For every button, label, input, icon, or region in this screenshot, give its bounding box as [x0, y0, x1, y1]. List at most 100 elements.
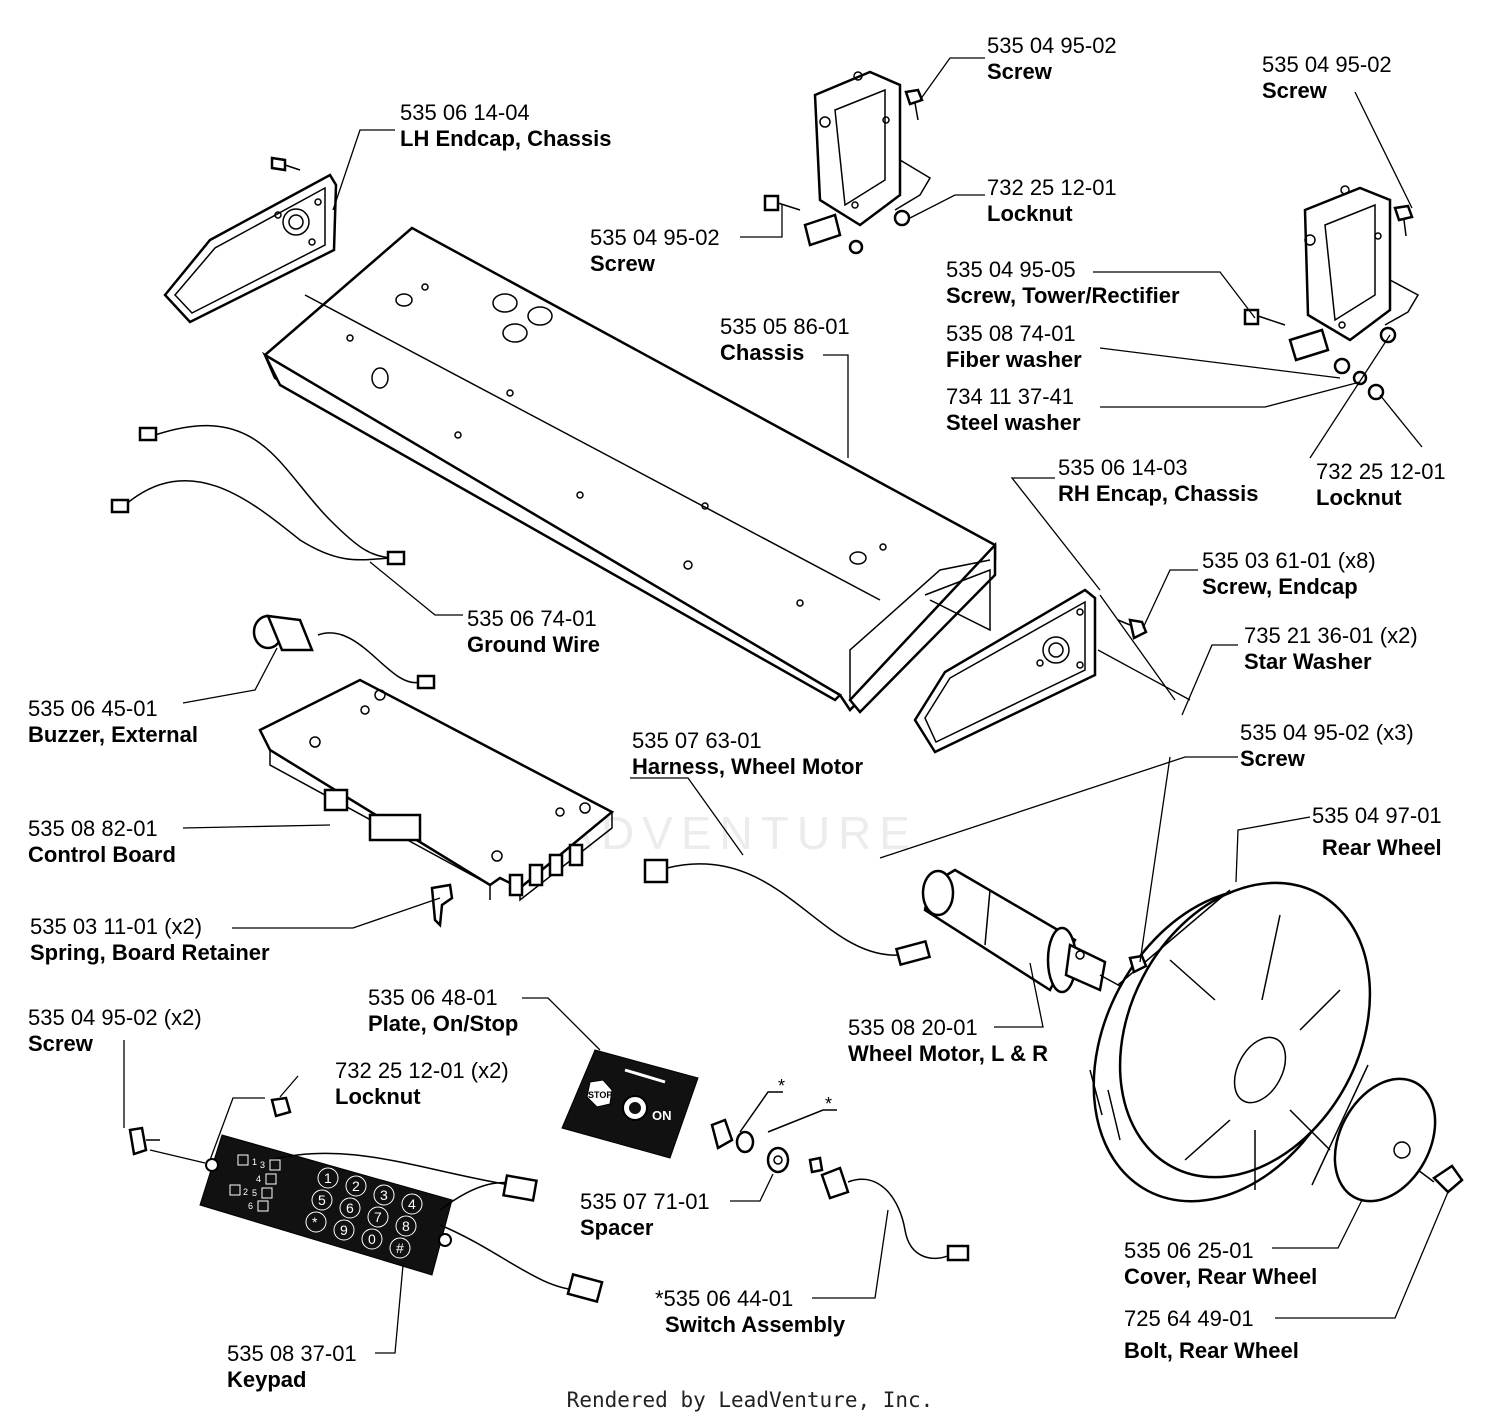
part-number: 535 08 82-01: [28, 816, 158, 841]
part-name: Fiber washer: [946, 347, 1082, 372]
chassis-part: [261, 226, 997, 714]
part-number: 535 06 25-01: [1124, 1238, 1254, 1263]
callout-buzzer: 535 06 45-01 Buzzer, External: [28, 696, 198, 748]
part-number: 535 06 48-01: [368, 985, 498, 1010]
part-name: Star Washer: [1244, 649, 1372, 674]
part-number: 535 07 63-01: [632, 728, 762, 753]
part-number: 535 07 71-01: [580, 1189, 710, 1214]
callout-chassis: 535 05 86-01 Chassis: [720, 314, 850, 366]
part-number: 535 04 95-02: [590, 225, 720, 250]
lh-endcap-part: [163, 156, 338, 324]
part-name: Locknut: [1316, 485, 1402, 510]
switch-assembly-part: * *: [710, 1076, 970, 1262]
part-number: 735 21 36-01 (x2): [1244, 623, 1418, 648]
part-number: 535 08 74-01: [946, 321, 1076, 346]
side-key-4: 4: [256, 1174, 261, 1184]
leader-lines: [123, 57, 1449, 1354]
part-name: Keypad: [227, 1367, 307, 1392]
callout-lh-endcap: 535 06 14-04 LH Endcap, Chassis: [400, 100, 612, 152]
callout-screw-endcap: 535 03 61-01 (x8) Screw, Endcap: [1202, 548, 1376, 600]
callout-switch-assembly: *535 06 44-01 Switch Assembly: [655, 1286, 845, 1338]
key-star: *: [312, 1214, 318, 1230]
part-name: Locknut: [987, 201, 1073, 226]
footer-credit: Rendered by LeadVenture, Inc.: [566, 1388, 934, 1412]
part-number: 535 04 95-05: [946, 257, 1076, 282]
callout-screw-keypad: 535 04 95-02 (x2) Screw: [28, 1005, 202, 1057]
part-name: Buzzer, External: [28, 722, 198, 747]
key-hash: #: [396, 1240, 404, 1256]
part-number: 535 04 95-02 (x3): [1240, 720, 1414, 745]
part-name: Switch Assembly: [665, 1312, 846, 1337]
callout-plate-onstop: 535 06 48-01 Plate, On/Stop: [368, 985, 518, 1037]
part-name: Screw: [1240, 746, 1305, 771]
part-name: Spring, Board Retainer: [30, 940, 270, 965]
part-number: 535 03 11-01 (x2): [30, 914, 203, 939]
part-name: Bolt, Rear Wheel: [1124, 1338, 1299, 1363]
part-name: Steel washer: [946, 410, 1081, 435]
key-4: 4: [408, 1196, 416, 1212]
side-key-3: 3: [260, 1160, 265, 1170]
part-number: 535 04 95-02 (x2): [28, 1005, 202, 1030]
control-board-part: [258, 678, 615, 928]
keypad-part: 1 2 3 4 5 6 7 8 9 0 * # 1 2 3 4 5 6: [128, 1096, 604, 1304]
key-5: 5: [318, 1192, 326, 1208]
side-key-2: 2: [243, 1187, 248, 1197]
part-name: Screw: [590, 251, 655, 276]
callout-locknut-right: 732 25 12-01 Locknut: [1316, 459, 1446, 511]
part-number: 535 06 74-01: [467, 606, 597, 631]
callout-locknut-keypad: 732 25 12-01 (x2) Locknut: [335, 1058, 509, 1110]
part-number: 732 25 12-01: [1316, 459, 1446, 484]
part-name: Screw: [987, 59, 1052, 84]
side-key-6: 6: [248, 1201, 253, 1211]
part-name: Control Board: [28, 842, 176, 867]
part-name: Rear Wheel: [1321, 835, 1442, 860]
key-0: 0: [368, 1231, 376, 1247]
part-name: Screw, Tower/Rectifier: [946, 283, 1180, 308]
callout-fiber-washer: 535 08 74-01 Fiber washer: [946, 321, 1082, 373]
callout-rear-wheel: 535 04 97-01 Rear Wheel: [1312, 803, 1442, 861]
rh-encap-part: [913, 588, 1148, 754]
part-number: 535 03 61-01 (x8): [1202, 548, 1376, 573]
part-name: Spacer: [580, 1215, 654, 1240]
part-name: Screw: [1262, 78, 1327, 103]
callout-screw-left-bracket: 535 04 95-02 Screw: [590, 225, 720, 277]
part-number: 535 04 97-01: [1312, 803, 1442, 828]
part-number: 535 08 37-01: [227, 1341, 357, 1366]
ground-wire-part: [110, 424, 406, 566]
callout-keypad: 535 08 37-01 Keypad: [227, 1341, 357, 1393]
part-name: Cover, Rear Wheel: [1124, 1264, 1318, 1289]
tower-bracket-right: [1243, 185, 1420, 401]
callout-harness: 535 07 63-01 Harness, Wheel Motor: [632, 728, 863, 780]
callout-bolt-wheel: 725 64 49-01 Bolt, Rear Wheel: [1124, 1306, 1299, 1364]
part-number: 535 06 14-03: [1058, 455, 1188, 480]
callout-ground-wire: 535 06 74-01 Ground Wire: [467, 606, 600, 658]
part-name: Chassis: [720, 340, 805, 365]
key-6: 6: [346, 1200, 354, 1216]
part-number: *535 06 44-01: [655, 1286, 794, 1311]
part-number: 725 64 49-01: [1124, 1306, 1254, 1331]
callout-rh-encap: 535 06 14-03 RH Encap, Chassis: [1058, 455, 1259, 507]
part-number: 535 05 86-01: [720, 314, 850, 339]
callout-steel-washer: 734 11 37-41 Steel washer: [946, 384, 1081, 436]
callout-spacer: 535 07 71-01 Spacer: [580, 1189, 710, 1241]
key-3: 3: [380, 1187, 388, 1203]
callout-control-board: 535 08 82-01 Control Board: [28, 816, 176, 868]
callout-cover-wheel: 535 06 25-01 Cover, Rear Wheel: [1124, 1238, 1317, 1290]
part-name: Locknut: [335, 1084, 421, 1109]
part-name: Ground Wire: [467, 632, 601, 657]
asterisk-mark-1: *: [778, 1076, 785, 1096]
part-name: Harness, Wheel Motor: [632, 754, 864, 779]
key-8: 8: [402, 1218, 410, 1234]
part-name: Plate, On/Stop: [368, 1011, 519, 1036]
part-number: 535 04 95-02: [987, 33, 1117, 58]
part-number: 535 04 95-02: [1262, 52, 1392, 77]
callout-screw-top-2: 535 04 95-02 Screw: [1262, 52, 1392, 104]
part-number: 535 06 14-04: [400, 100, 530, 125]
side-key-1: 1: [252, 1157, 257, 1167]
callout-star-washer: 735 21 36-01 (x2) Star Washer: [1244, 623, 1418, 675]
callout-screw-tower: 535 04 95-05 Screw, Tower/Rectifier: [946, 257, 1180, 309]
key-2: 2: [352, 1178, 360, 1194]
part-name: Screw: [28, 1031, 93, 1056]
part-name: LH Endcap, Chassis: [400, 126, 612, 151]
